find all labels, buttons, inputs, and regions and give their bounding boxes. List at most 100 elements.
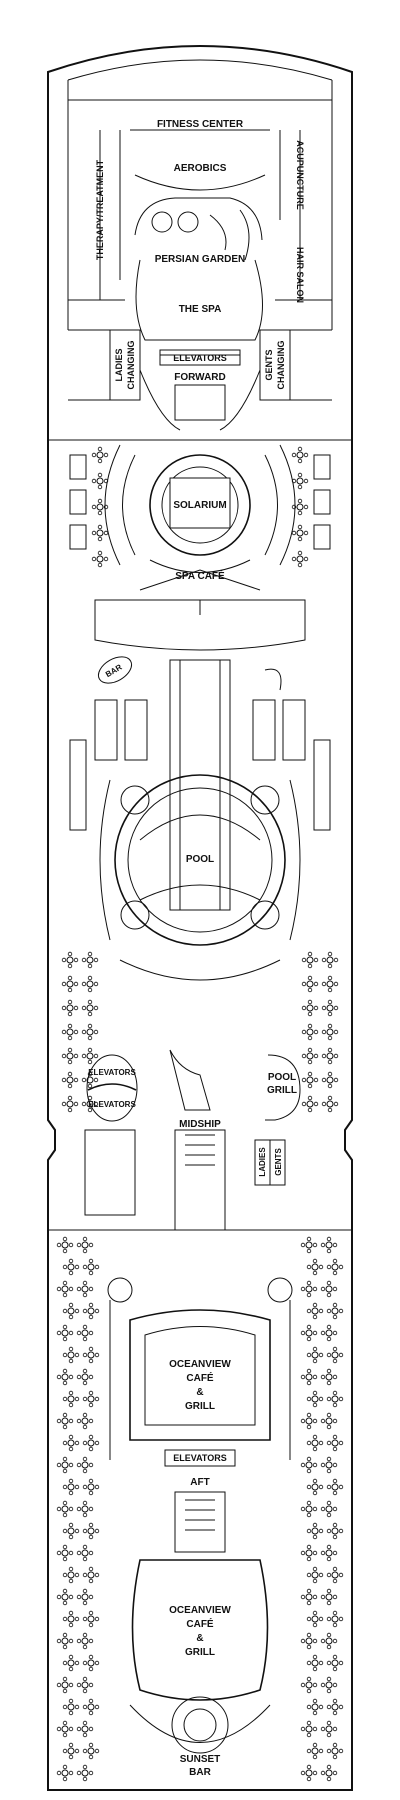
table-cluster (82, 1742, 100, 1760)
pool-zone (99, 774, 301, 981)
ship-hull (47, 45, 353, 1791)
table-cluster (56, 1764, 74, 1782)
table-cluster (76, 1764, 94, 1782)
label-the-spa: THE SPA (179, 304, 222, 315)
table-cluster (76, 1324, 94, 1342)
table-cluster (301, 951, 319, 969)
label-elevators-mid-1: ELEVATORS (88, 1068, 136, 1077)
table-cluster (320, 1764, 338, 1782)
table-cluster (76, 1720, 94, 1738)
table-cluster (301, 1047, 319, 1065)
table-cluster (62, 1390, 80, 1408)
table-cluster (300, 1720, 318, 1738)
label-sunset-2: BAR (189, 1767, 211, 1778)
table-cluster (56, 1720, 74, 1738)
table-cluster (56, 1280, 74, 1298)
table-cluster (76, 1368, 94, 1386)
table-cluster (291, 446, 309, 464)
table-cluster (76, 1544, 94, 1562)
table-cluster (61, 1071, 79, 1089)
table-cluster (62, 1258, 80, 1276)
table-cluster (300, 1544, 318, 1562)
table-cluster (76, 1456, 94, 1474)
label-fitness-center: FITNESS CENTER (157, 119, 244, 130)
table-cluster (306, 1654, 324, 1672)
table-cluster (326, 1742, 344, 1760)
table-cluster (306, 1478, 324, 1496)
table-cluster (76, 1676, 94, 1694)
table-cluster (300, 1500, 318, 1518)
label-solarium: SOLARIUM (173, 500, 226, 511)
table-cluster (291, 472, 309, 490)
table-cluster (62, 1346, 80, 1364)
table-cluster (326, 1566, 344, 1584)
table-cluster (320, 1720, 338, 1738)
table-cluster (321, 951, 339, 969)
label-ladies-changing-1: LADIES (114, 348, 124, 381)
table-cluster (82, 1654, 100, 1672)
table-cluster (320, 1632, 338, 1650)
table-cluster (61, 1023, 79, 1041)
table-cluster (56, 1412, 74, 1430)
table-cluster (76, 1412, 94, 1430)
table-cluster (320, 1280, 338, 1298)
table-cluster (300, 1368, 318, 1386)
table-cluster (321, 1095, 339, 1113)
label-elevators-forward: ELEVATORS (173, 353, 227, 363)
table-cluster (300, 1588, 318, 1606)
table-cluster (306, 1522, 324, 1540)
table-cluster (306, 1346, 324, 1364)
table-cluster (81, 1023, 99, 1041)
table-cluster (82, 1522, 100, 1540)
table-cluster (82, 1566, 100, 1584)
label-oceanview-2-line1: OCEANVIEW (169, 1605, 231, 1616)
table-cluster (62, 1610, 80, 1628)
table-cluster (82, 1610, 100, 1628)
table-cluster (326, 1478, 344, 1496)
label-elevators-mid-2: ELEVATORS (88, 1100, 136, 1109)
label-oceanview-1-line4: GRILL (185, 1401, 215, 1412)
table-cluster (62, 1566, 80, 1584)
table-cluster (306, 1566, 324, 1584)
table-cluster (326, 1610, 344, 1628)
label-oceanview-1-line2: CAFÉ (186, 1371, 214, 1384)
forward-loungers (69, 699, 331, 831)
table-cluster (81, 951, 99, 969)
label-gents: GENTS (274, 1148, 283, 1176)
label-acupuncture: ACUPUNCTURE (295, 140, 305, 210)
label-oceanview-2-line2: CAFÉ (186, 1617, 214, 1630)
label-elevators-aft: ELEVATORS (173, 1453, 227, 1463)
table-cluster (56, 1676, 74, 1694)
table-cluster (306, 1698, 324, 1716)
table-cluster (306, 1742, 324, 1760)
label-pool: POOL (186, 854, 214, 865)
label-aerobics: AEROBICS (174, 163, 227, 174)
label-persian-garden: PERSIAN GARDEN (155, 254, 246, 265)
label-spa-cafe: SPA CAFÉ (175, 569, 225, 582)
label-oceanview-2-line4: GRILL (185, 1647, 215, 1658)
table-cluster (306, 1434, 324, 1452)
table-cluster (326, 1302, 344, 1320)
table-cluster (291, 498, 309, 516)
label-forward: FORWARD (174, 372, 225, 383)
oceanview-cafe-forward (107, 1277, 293, 1467)
table-cluster (326, 1346, 344, 1364)
table-cluster (81, 1071, 99, 1089)
label-pool-grill-1: POOL (268, 1072, 296, 1083)
table-cluster (91, 550, 109, 568)
table-cluster (76, 1588, 94, 1606)
table-cluster (300, 1764, 318, 1782)
table-cluster (61, 999, 79, 1017)
solarium-zone (48, 439, 352, 591)
label-oceanview-1-line3: & (196, 1387, 203, 1398)
table-cluster (300, 1324, 318, 1342)
table-cluster (320, 1544, 338, 1562)
table-cluster (300, 1280, 318, 1298)
table-cluster (61, 951, 79, 969)
table-cluster (56, 1544, 74, 1562)
table-cluster (56, 1632, 74, 1650)
table-cluster (300, 1632, 318, 1650)
table-cluster (326, 1654, 344, 1672)
table-cluster (82, 1258, 100, 1276)
